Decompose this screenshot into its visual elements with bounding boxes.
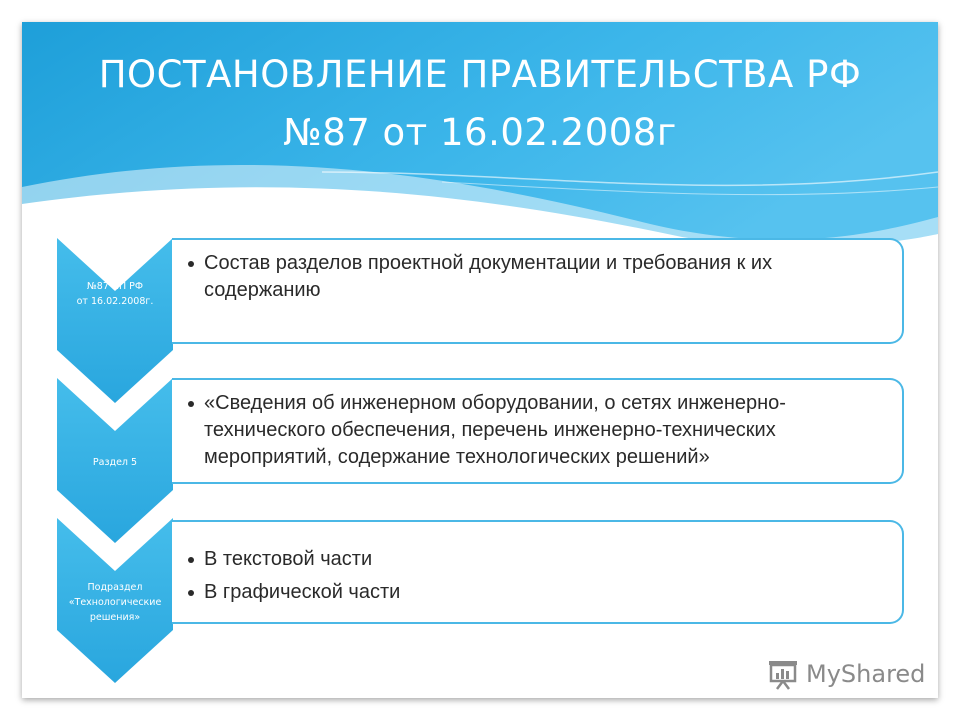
chevron-label: №87 ПП РФ от 16.02.2008г. xyxy=(57,238,173,350)
bullet-item: В графической части xyxy=(186,579,888,606)
bullet-dot xyxy=(188,557,194,563)
header-band xyxy=(22,22,938,252)
bullet-text: Состав разделов проектной документации и… xyxy=(204,252,773,301)
chevron-label-line: Раздел 5 xyxy=(92,456,138,468)
bullet-dot xyxy=(188,401,194,407)
chevron-label-line: №87 ПП РФ xyxy=(86,281,144,292)
bullet-text: В графической части xyxy=(204,581,401,603)
content-box-3: В текстовой части В графической части xyxy=(172,520,904,624)
bullet-item: Состав разделов проектной документации и… xyxy=(186,250,888,304)
chevron-label-line: Подраздел xyxy=(87,581,143,593)
chevron-label: Подраздел «Технологические решения» xyxy=(57,518,173,630)
title-line-2: №87 от 16.02.2008г xyxy=(283,111,677,154)
chevron-label-line: «Технологические xyxy=(68,596,162,608)
title-line-1: ПОСТАНОВЛЕНИЕ ПРАВИТЕЛЬСТВА РФ xyxy=(98,53,862,96)
content-box-2: «Сведения об инженерном оборудовании, о … xyxy=(172,378,904,484)
chevron-1: №87 ПП РФ от 16.02.2008г. xyxy=(57,238,173,403)
content-box-1: Состав разделов проектной документации и… xyxy=(172,238,904,344)
bullet-text: В текстовой части xyxy=(204,548,373,570)
chevron-label-line: решения» xyxy=(89,611,141,623)
bullet-dot xyxy=(188,261,194,267)
chevron-3: Подраздел «Технологические решения» xyxy=(57,518,173,683)
bullet-dot xyxy=(188,590,194,596)
slide-title: ПОСТАНОВЛЕНИЕ ПРАВИТЕЛЬСТВА РФ №87 от 16… xyxy=(22,46,938,162)
chevron-2: Раздел 5 xyxy=(57,378,173,543)
watermark: MyShared xyxy=(766,654,925,694)
chevron-label: Раздел 5 xyxy=(57,378,173,490)
bullet-item: В текстовой части xyxy=(186,546,888,573)
bullet-item: «Сведения об инженерном оборудовании, о … xyxy=(186,390,888,471)
watermark-text: MyShared xyxy=(806,660,926,688)
projector-screen-icon xyxy=(769,661,797,690)
bullet-text: «Сведения об инженерном оборудовании, о … xyxy=(204,392,786,468)
chevron-label-line: от 16.02.2008г. xyxy=(76,296,154,307)
